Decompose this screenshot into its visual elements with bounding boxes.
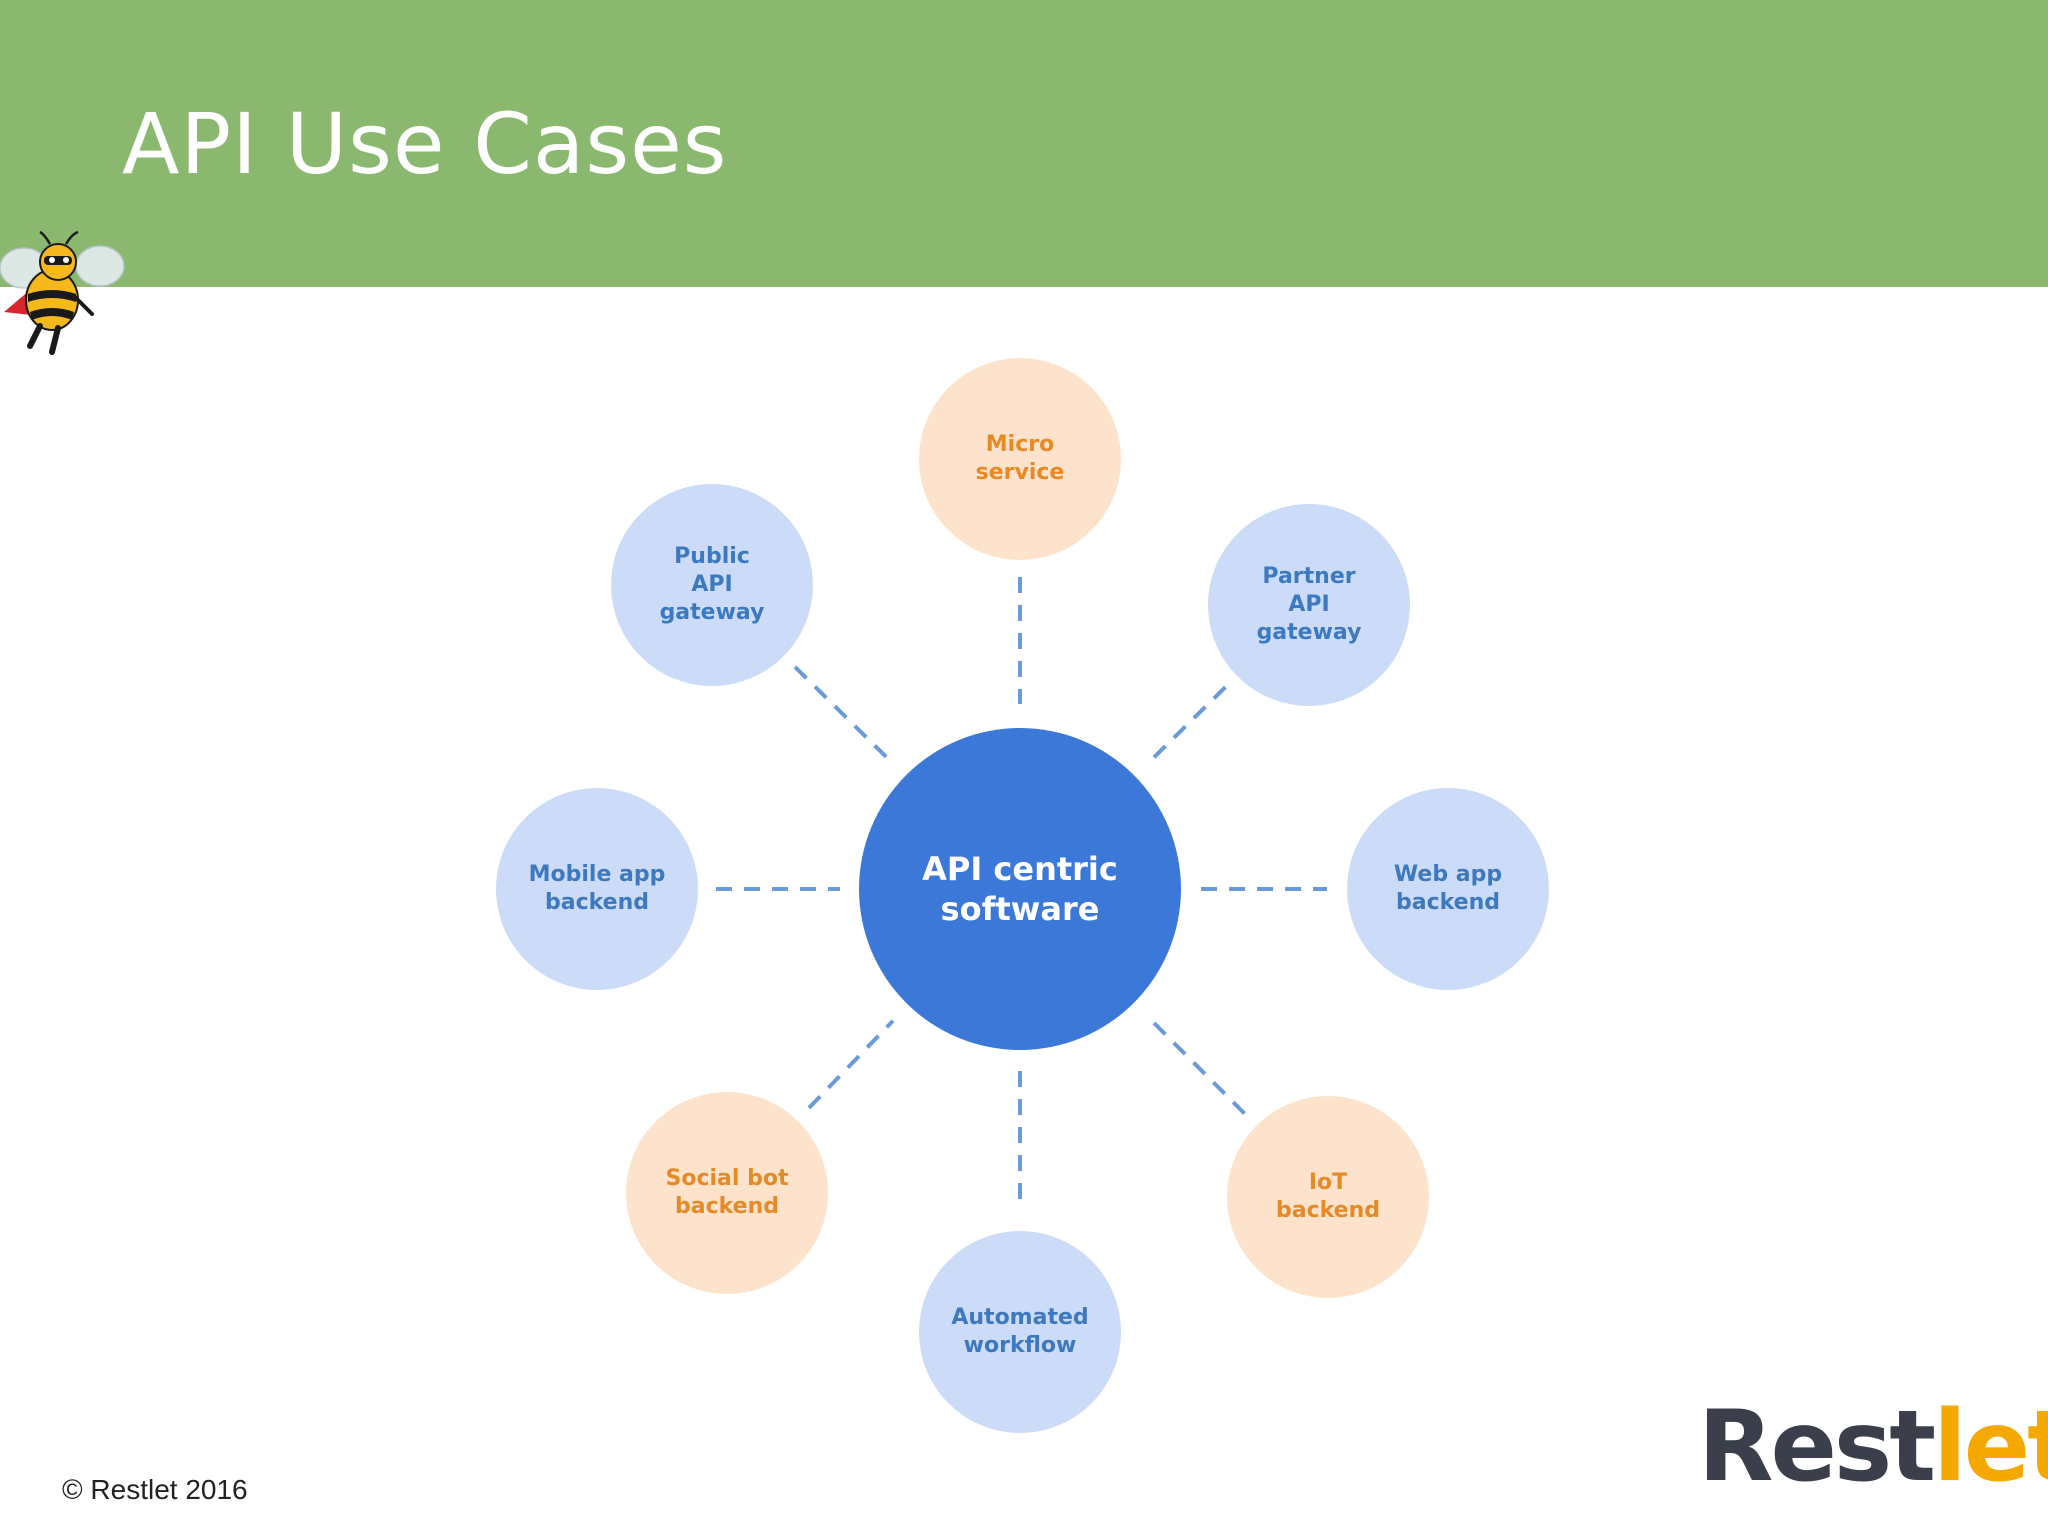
connector-social-bot-backend — [807, 1019, 895, 1110]
center-node-api-centric-software: API centric software — [859, 728, 1181, 1050]
logo-part-rest: Rest — [1698, 1390, 1936, 1504]
header-bar: API Use Cases — [0, 0, 2048, 287]
node-iot-backend: IoT backend — [1227, 1096, 1429, 1298]
node-social-bot-backend: Social bot backend — [626, 1092, 828, 1294]
node-automated-workflow: Automated workflow — [919, 1231, 1121, 1433]
node-partner-api-gateway: Partner API gateway — [1208, 504, 1410, 706]
connector-partner-api-gateway — [1152, 682, 1231, 759]
connector-iot-backend — [1152, 1021, 1247, 1116]
connector-public-api-gateway — [793, 665, 890, 761]
copyright-text: © Restlet 2016 — [62, 1474, 248, 1505]
node-web-app-backend: Web app backend — [1347, 788, 1549, 990]
page-title: API Use Cases — [122, 95, 728, 193]
node-micro-service: Micro service — [919, 358, 1121, 560]
node-mobile-app-backend: Mobile app backend — [496, 788, 698, 990]
logo-part-let: let — [1933, 1390, 2048, 1504]
node-public-api-gateway: Public API gateway — [611, 484, 813, 686]
restlet-logo: Restlet — [1698, 1398, 2048, 1496]
bee-mascot-icon — [0, 230, 125, 355]
